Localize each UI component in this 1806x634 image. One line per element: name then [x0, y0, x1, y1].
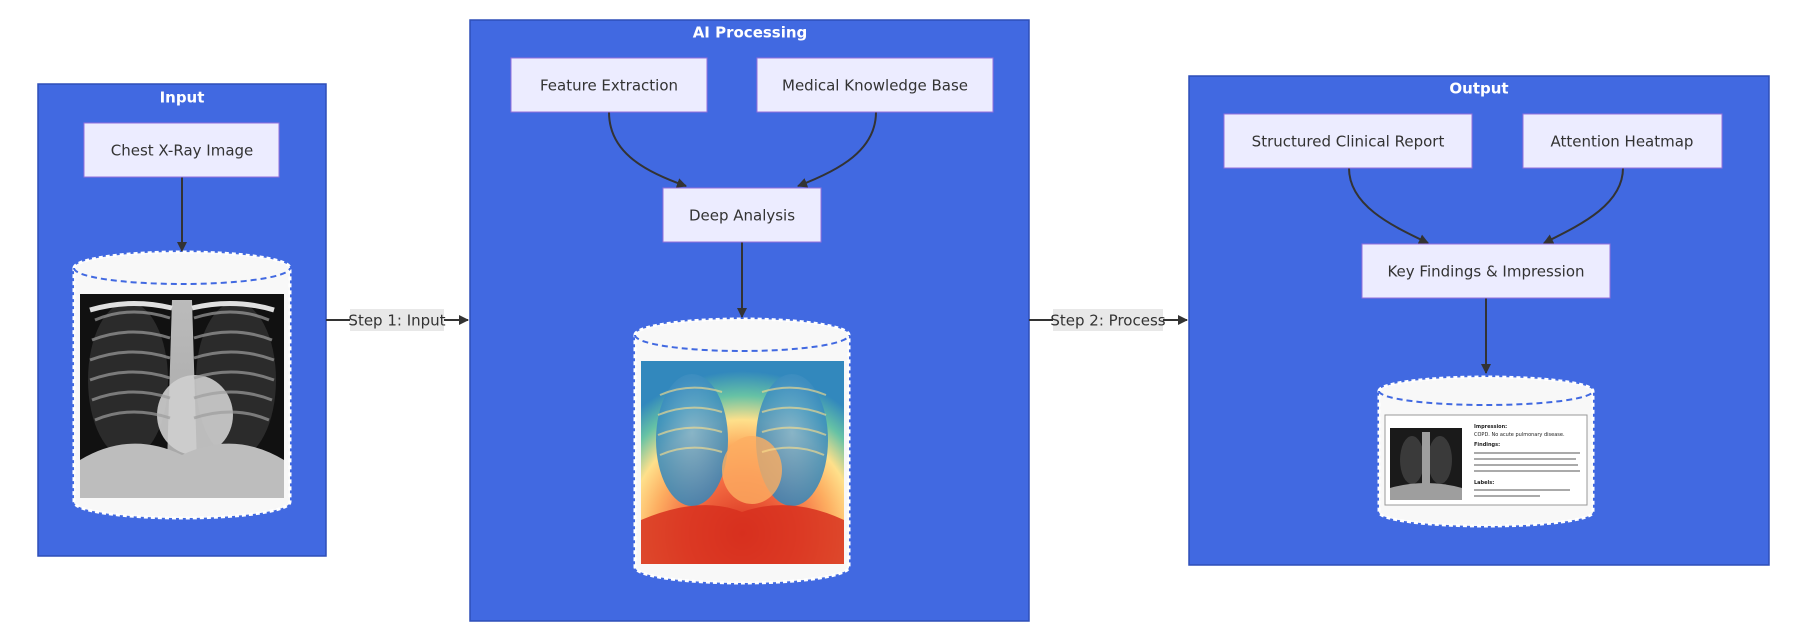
- report-impression-text: COPD. No acute pulmonary disease.: [1474, 432, 1565, 438]
- node-feature-extraction[interactable]: Feature Extraction: [510, 57, 708, 113]
- structured-report-image: Impression: COPD. No acute pulmonary dis…: [1384, 414, 1588, 506]
- node-input-xray-cylinder[interactable]: [72, 250, 292, 520]
- node-heatmap-cylinder[interactable]: [633, 317, 851, 585]
- node-feature-extraction-label: Feature Extraction: [540, 77, 678, 95]
- edge-label-step2-text: Step 2: Process: [1050, 312, 1165, 330]
- edge-kb-to-deep: [797, 111, 877, 188]
- node-structured-clinical-report-label: Structured Clinical Report: [1252, 133, 1445, 151]
- report-labels-label: Labels:: [1474, 480, 1494, 486]
- node-deep-analysis[interactable]: Deep Analysis: [662, 187, 822, 243]
- edge-label-step2: Step 2: Process: [1050, 309, 1166, 331]
- report-text-lines: [1474, 452, 1580, 497]
- node-chest-xray-image-label: Chest X-Ray Image: [111, 142, 254, 160]
- node-attention-heatmap[interactable]: Attention Heatmap: [1522, 113, 1723, 169]
- node-attention-heatmap-label: Attention Heatmap: [1551, 133, 1694, 151]
- node-key-findings[interactable]: Key Findings & Impression: [1361, 243, 1611, 299]
- node-report-cylinder[interactable]: Impression: COPD. No acute pulmonary dis…: [1377, 375, 1595, 528]
- cluster-ai-processing-title: AI Processing: [693, 24, 808, 42]
- node-key-findings-label: Key Findings & Impression: [1387, 263, 1584, 281]
- cluster-output-title: Output: [1449, 80, 1508, 98]
- node-medical-knowledge-base[interactable]: Medical Knowledge Base: [756, 57, 994, 113]
- edge-heatmap-to-findings: [1543, 167, 1624, 244]
- node-chest-xray-image[interactable]: Chest X-Ray Image: [83, 122, 280, 178]
- node-medical-knowledge-base-label: Medical Knowledge Base: [782, 77, 968, 95]
- edge-label-step1-text: Step 1: Input: [348, 312, 445, 330]
- node-structured-clinical-report[interactable]: Structured Clinical Report: [1223, 113, 1473, 169]
- report-findings-label: Findings:: [1474, 442, 1500, 448]
- edge-feature-to-deep: [608, 111, 687, 188]
- cluster-input-title: Input: [160, 89, 205, 107]
- report-impression-label: Impression:: [1474, 424, 1507, 430]
- chest-xray-image: [80, 294, 284, 498]
- attention-heatmap-image: [641, 361, 844, 564]
- edge-label-step1: Step 1: Input: [348, 309, 446, 331]
- edge-report-to-findings: [1348, 167, 1429, 244]
- node-deep-analysis-label: Deep Analysis: [689, 207, 795, 225]
